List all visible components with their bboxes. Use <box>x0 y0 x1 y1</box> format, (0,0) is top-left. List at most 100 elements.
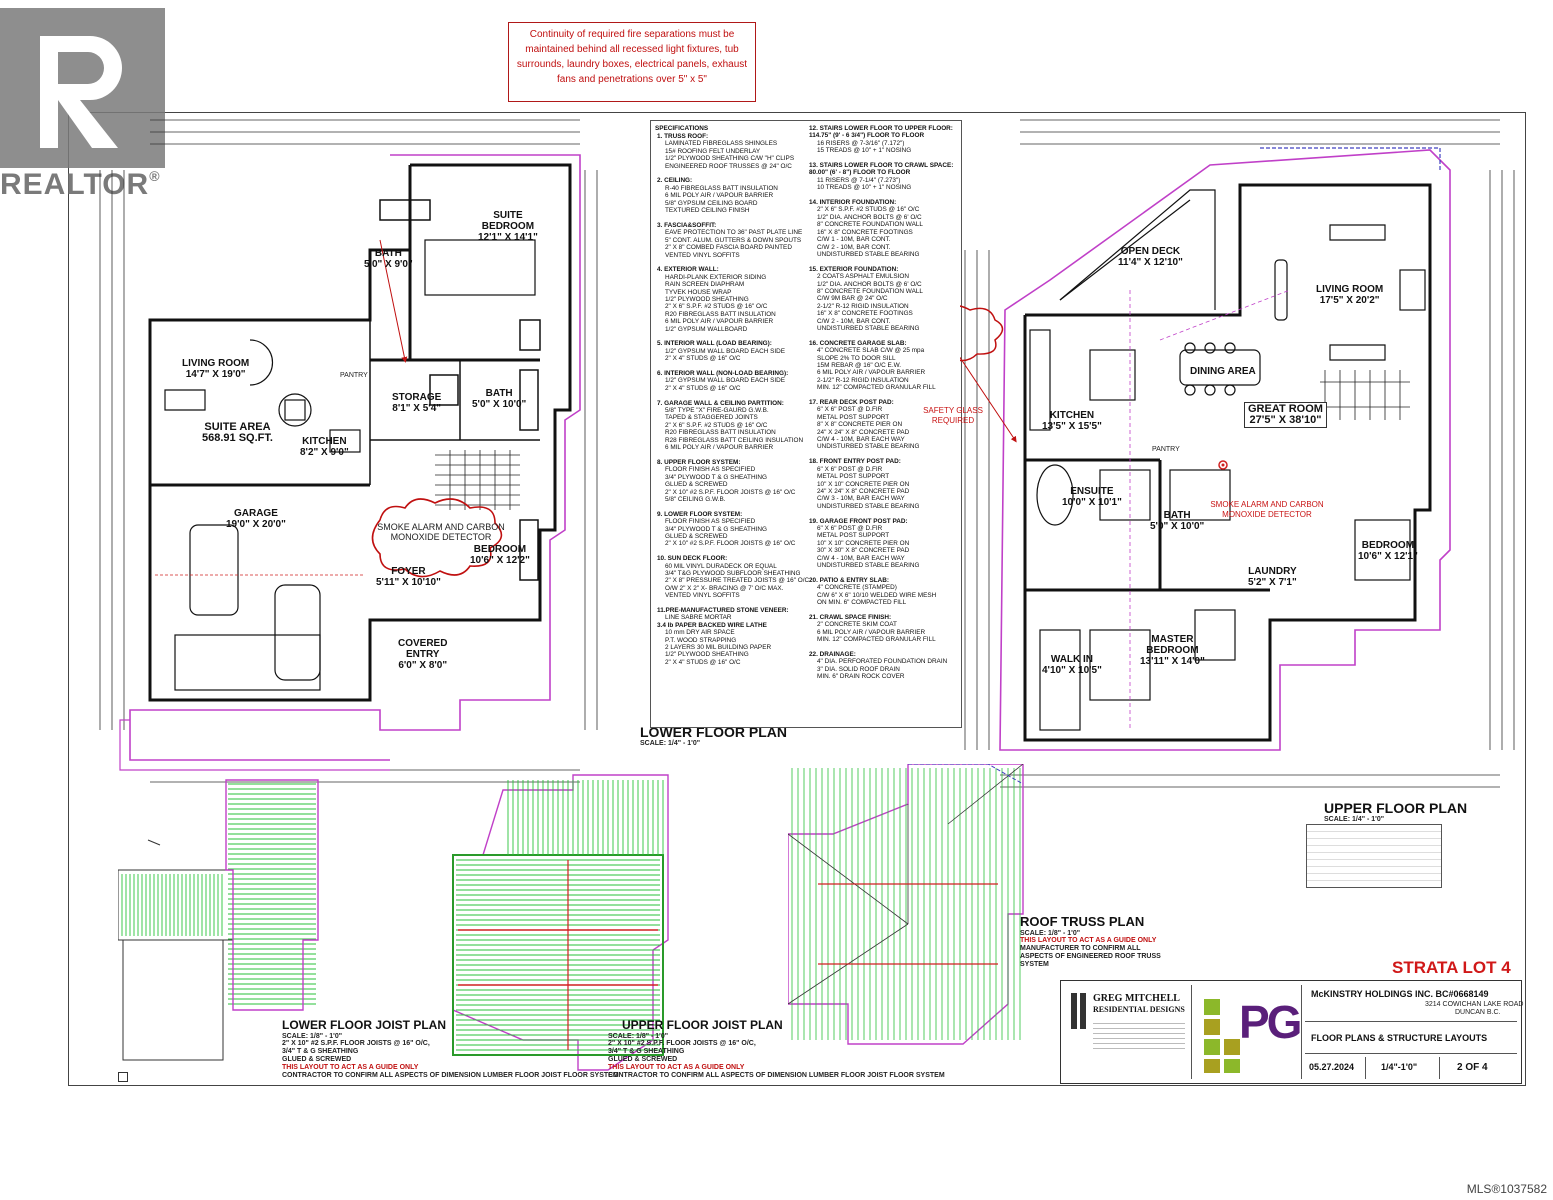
spec-line: 6 MIL POLY AIR / VAPOUR BARRIER <box>817 369 926 377</box>
client-address-2: DUNCAN B.C. <box>1455 1009 1501 1016</box>
spec-line: MIN. 12" COMPACTED GRANULAR FILL <box>817 636 936 644</box>
spec-line: 3/4" PLYWOOD T & G SHEATHING <box>665 525 767 533</box>
spec-line: 15. EXTERIOR FOUNDATION: <box>809 265 899 273</box>
spec-line <box>657 170 805 177</box>
spec-line: 4" DIA. PERFORATED FOUNDATION DRAIN <box>817 658 948 666</box>
spec-line: 2" CONCRETE SKIM COAT <box>817 621 897 629</box>
spec-line: 1/2" GYPSUM WALLBOARD <box>665 325 748 333</box>
spec-line: 16" X 8" CONCRETE FOOTINGS <box>817 228 913 236</box>
pg-logo-text: PG <box>1239 996 1302 1048</box>
spec-line: 3.4 lb PAPER BACKED WIRE LATHE <box>657 621 767 629</box>
spec-line: 15 TREADS @ 10" + 1" NOSING <box>817 147 912 155</box>
spec-line: 17. REAR DECK POST PAD: <box>809 399 894 407</box>
upper-joist-plan-title: UPPER FLOOR JOIST PLAN <box>622 1018 783 1032</box>
roof-truss-plan-title: ROOF TRUSS PLAN <box>1020 914 1145 929</box>
spec-line: METAL POST SUPPORT <box>817 532 890 540</box>
scale-cell: 1/4"-1'0" <box>1369 1057 1440 1079</box>
sheet-border <box>68 112 1526 1086</box>
spec-line: 10" X 10" CONCRETE PIER ON <box>817 480 910 488</box>
fire-separation-notice: Continuity of required fire separations … <box>508 22 756 102</box>
spec-line: R28 FIBREGLASS BATT CEILING INSULATION <box>665 436 804 444</box>
spec-line: UNDISTURBED STABLE BEARING <box>817 443 920 451</box>
legend-box <box>1306 824 1442 888</box>
spec-line: 6" X 6" POST @ D.FIR <box>817 524 883 532</box>
spec-line: HARDI-PLANK EXTERIOR SIDING <box>665 273 767 281</box>
spec-line <box>809 392 959 399</box>
spec-line: 1/2" PLYWOOD SHEATHING C/W "H" CLIPS <box>665 155 795 163</box>
lower-joist-notes: SCALE: 1/8" - 1'0" 2" X 10" #2 S.P.F. FL… <box>282 1033 619 1079</box>
spec-line: 6. INTERIOR WALL (NON-LOAD BEARING): <box>657 370 789 377</box>
spec-line: 10. SUN DECK FLOOR: <box>657 555 728 563</box>
spec-line: VENTED VINYL SOFFITS <box>665 251 740 259</box>
spec-line: R-40 FIBREGLASS BATT INSULATION <box>665 184 778 192</box>
spec-line: SLOPE 2% TO DOOR SILL <box>817 354 896 362</box>
spec-line: 16" X 8" CONCRETE FOOTINGS <box>817 310 913 318</box>
spec-line: TYVEK HOUSE WRAP <box>665 288 732 296</box>
spec-line: 2" X 4" STUDS @ 16" O/C <box>665 384 741 392</box>
spec-line: 9. LOWER FLOOR SYSTEM: <box>657 510 743 518</box>
spec-line: C/W 3 - 10M, BAR EACH WAY <box>817 495 905 503</box>
spec-line: 2" X 8" COMBED FASCIA BOARD PAINTED <box>665 244 792 252</box>
spec-line: MIN. 12" COMPACTED GRANULAR FILL <box>817 384 936 392</box>
spec-line: R20 FIBREGLASS BATT INSULATION <box>665 310 776 318</box>
designer-name: GREG MITCHELL <box>1093 993 1180 1004</box>
spec-line <box>809 258 959 265</box>
spec-line: C/W 4 - 10M, BAR EACH WAY <box>817 436 905 444</box>
spec-line: 10 mm DRY AIR SPACE <box>665 629 735 637</box>
spec-line: 6 MIL POLY AIR / VAPOUR BARRIER <box>665 192 774 200</box>
spec-line: P.T. WOOD STRAPPING <box>665 636 737 644</box>
spec-line: 2" X 6" S.P.F. #2 STUDS @ 16" O/C <box>817 206 920 214</box>
spec-line: 2 COATS ASPHALT EMULSION <box>817 273 909 281</box>
spec-line: 16. CONCRETE GARAGE SLAB: <box>809 339 907 347</box>
spec-line: 4" CONCRETE (STAMPED) <box>817 584 897 592</box>
spec-line: 5" CONT. ALUM. GUTTERS & DOWN SPOUTS <box>665 236 802 244</box>
upper-floor-plan-drawing <box>960 119 1515 788</box>
spec-line: TAPED & STAGGERED JOINTS <box>665 414 758 422</box>
spec-line: ENGINEERED ROOF TRUSSES @ 24" O/C <box>665 162 792 170</box>
spec-line: O/W 2" X 2" X- BRACING @ 7' O/C MAX. <box>665 584 784 592</box>
spec-line: 2" X 6" S.P.F. #2 STUDS @ 16" O/C <box>665 421 768 429</box>
spec-line <box>809 643 959 650</box>
lower-joist-plan-drawing <box>118 779 319 1061</box>
corner-mark <box>118 1072 128 1082</box>
spec-line: 1/2" PLYWOOD SHEATHING <box>665 651 749 659</box>
spec-line <box>657 600 805 607</box>
spec-line <box>809 155 959 162</box>
spec-line: 2-1/2" R-12 RIGID INSULATION <box>817 302 909 310</box>
spec-line: C/W 1 - 10M, BAR CONT. <box>817 236 891 244</box>
spec-line: 1. TRUSS ROOF: <box>657 133 709 140</box>
spec-line: C/W 4 - 10M, BAR EACH WAY <box>817 554 905 562</box>
spec-line: 6" X 6" POST @ D.FIR <box>817 406 883 414</box>
client-address-1: 3214 COWICHAN LAKE ROAD <box>1425 1001 1524 1008</box>
spec-line: LINE SABRE MORTAR <box>665 614 732 622</box>
spec-line: RAIN SCREEN DIAPHRAM <box>665 281 745 289</box>
specifications-heading: SPECIFICATIONS <box>655 125 709 132</box>
spec-line <box>657 548 805 555</box>
spec-line: 114.75" (9' - 6 3/4") FLOOR TO FLOOR <box>809 132 925 140</box>
spec-line: 4. EXTERIOR WALL: <box>657 266 719 274</box>
spec-line: 1/2" DIA. ANCHOR BOLTS @ 6' O/C <box>817 213 922 221</box>
specifications-column-1: 1. TRUSS ROOF:LAMINATED FIBREGLASS SHING… <box>657 133 809 666</box>
pantry-label: PANTRY <box>340 372 368 379</box>
spec-line: 60 MIL VINYL DURADECK OR EQUAL <box>665 562 777 570</box>
spec-line: 2" X 4" STUDS @ 16" O/C <box>665 658 741 666</box>
specifications-block: SPECIFICATIONS 1. TRUSS ROOF:LAMINATED F… <box>650 120 962 728</box>
spec-line: 5/8" CEILING G.W.B. <box>665 495 726 503</box>
realtor-text: REALTOR <box>0 168 150 201</box>
spec-line: 5/8" GYPSUM CEILING BOARD <box>665 199 758 207</box>
spec-line: 1/2" GYPSUM WALL BOARD EACH SIDE <box>665 377 786 385</box>
spec-line: 12. STAIRS LOWER FLOOR TO UPPER FLOOR: <box>809 125 953 132</box>
spec-line: FLOOR FINISH AS SPECIFIED <box>665 518 756 526</box>
room-label-dining-area: DINING AREA <box>1190 366 1256 377</box>
spec-line: 24" X 24" X 8" CONCRETE PAD <box>817 487 910 495</box>
spec-line: 2 LAYERS 30 MIL BUILDING PAPER <box>665 644 772 652</box>
designer-emblem-icon <box>1071 993 1086 1029</box>
